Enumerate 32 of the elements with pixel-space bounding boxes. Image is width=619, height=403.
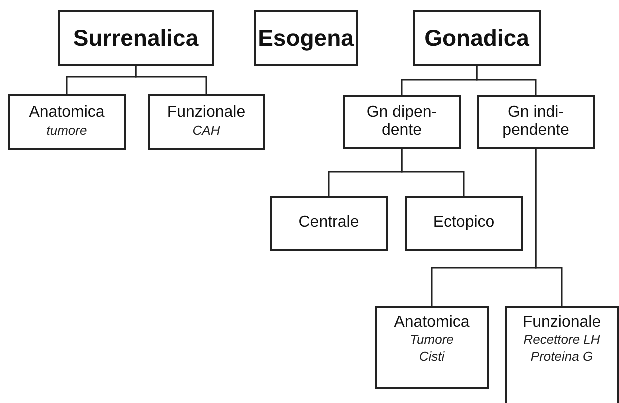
category-box bbox=[405, 196, 523, 251]
category-box bbox=[8, 94, 126, 150]
category-box bbox=[375, 306, 489, 389]
box-detail: Tumore bbox=[410, 332, 454, 350]
category-box bbox=[477, 95, 595, 149]
box-heading: Funzionale bbox=[167, 104, 246, 123]
box-heading: Surrenalica bbox=[73, 24, 199, 52]
box-heading: Gn dipen- dente bbox=[366, 104, 438, 140]
box-heading: Gn indi- pendente bbox=[502, 104, 570, 140]
connector-line bbox=[135, 66, 208, 94]
box-detail: CAH bbox=[192, 122, 220, 140]
box-heading: Centrale bbox=[298, 214, 360, 233]
connector-line bbox=[476, 66, 537, 95]
box-heading: Esogena bbox=[258, 24, 354, 52]
box-heading: Gonadica bbox=[424, 24, 530, 52]
category-box bbox=[343, 95, 461, 149]
box-detail: tumore bbox=[46, 122, 88, 140]
category-box bbox=[270, 196, 388, 251]
category-box bbox=[254, 10, 358, 66]
box-heading: Funzionale bbox=[522, 314, 602, 332]
connector-line bbox=[535, 149, 563, 306]
box-detail: Cisti bbox=[419, 349, 445, 366]
category-box bbox=[148, 94, 265, 150]
category-box bbox=[413, 10, 541, 66]
box-heading: Anatomica bbox=[394, 314, 470, 332]
box-detail: Recettore LH bbox=[524, 332, 600, 350]
category-box bbox=[58, 10, 214, 66]
category-box bbox=[505, 306, 619, 403]
box-heading: Ectopico bbox=[433, 214, 495, 233]
connector-line bbox=[401, 149, 465, 196]
box-detail: Proteina G bbox=[530, 349, 594, 366]
box-heading: Anatomica bbox=[29, 104, 105, 123]
